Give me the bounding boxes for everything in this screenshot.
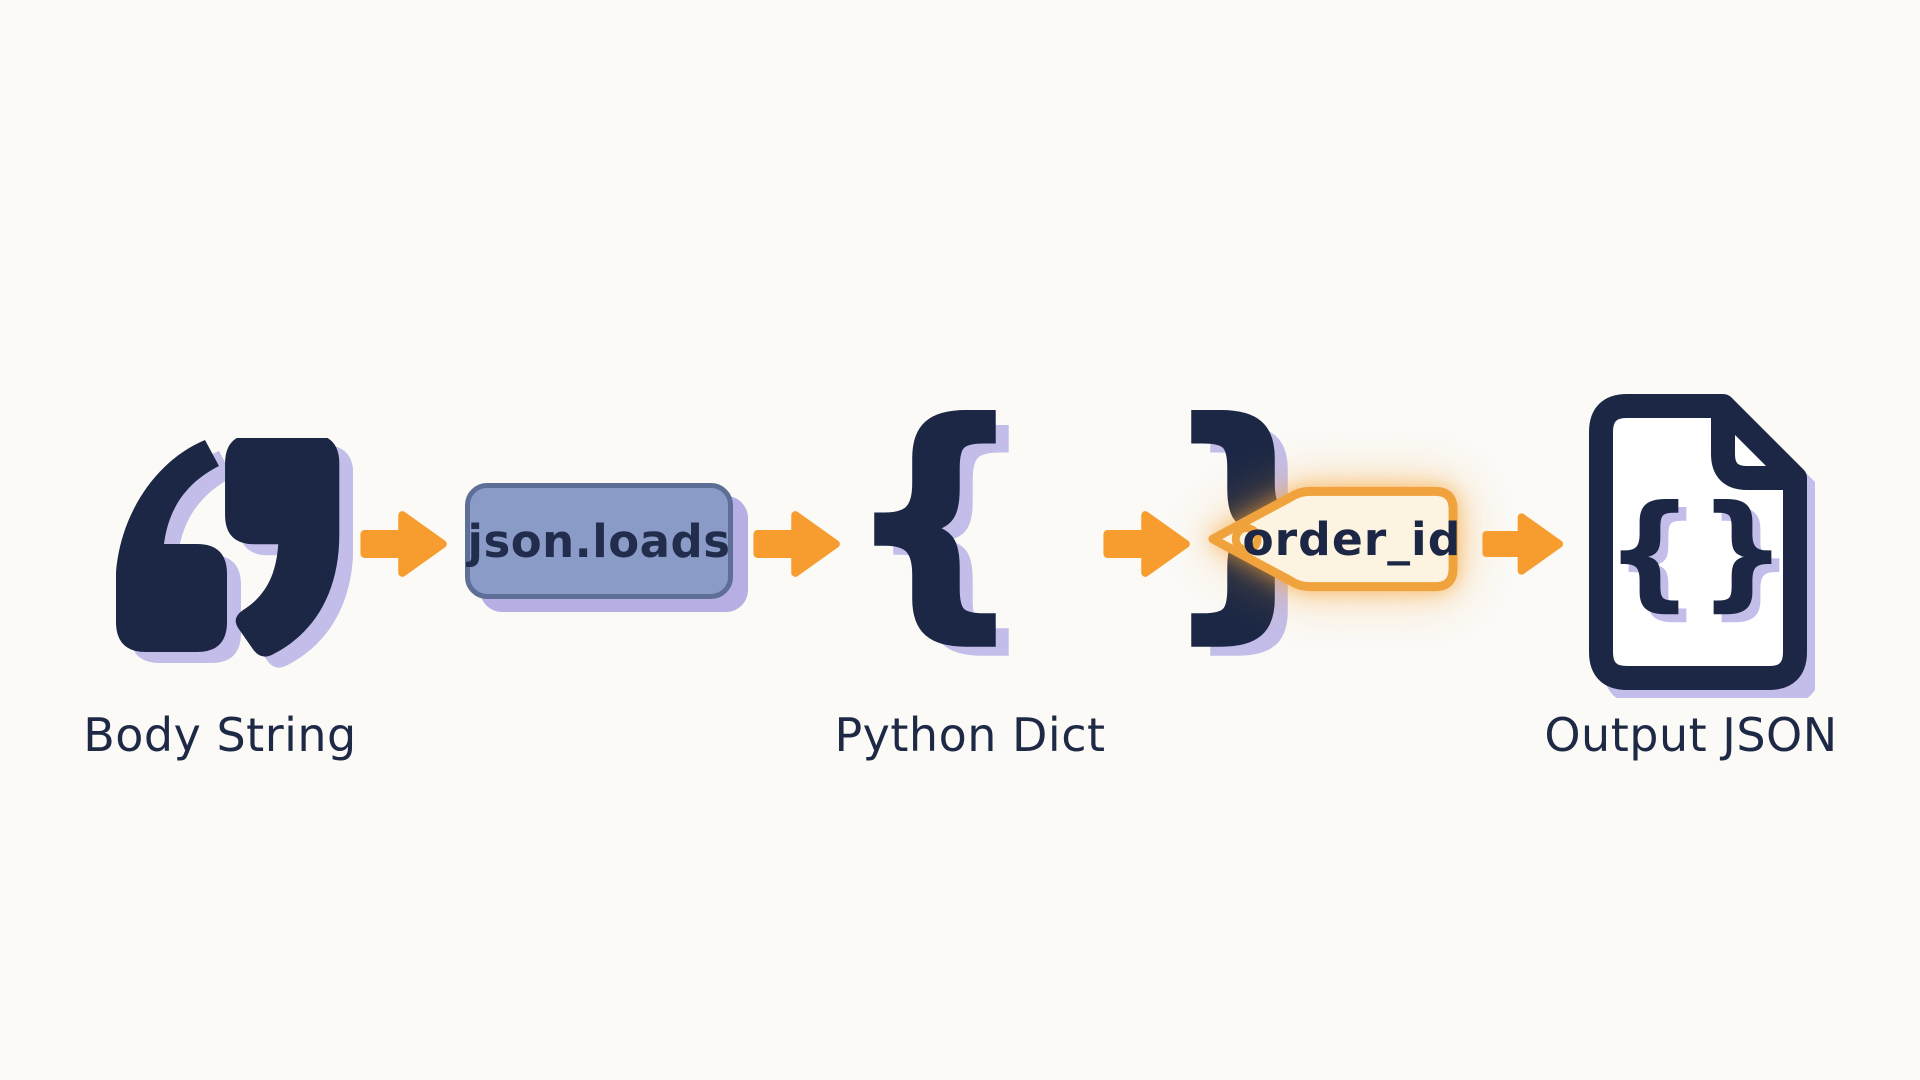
body-string-label: Body String [83,708,357,762]
flow-arrow-icon [1103,511,1190,577]
price-tag-icon: order_id [1208,486,1461,592]
flow-arrow-icon [360,511,447,577]
order-id-label: order_id [1242,513,1461,566]
file-braces-shadow: {} [1613,487,1799,632]
python-dict-label: Python Dict [834,708,1106,762]
flow-arrow-icon [753,511,840,577]
output-json-label: Output JSON [1544,708,1838,762]
json-loads-box: json.loads [465,483,733,599]
flow-arrow-icon [1482,513,1564,575]
curly-braces-icon: { } [843,371,1367,662]
quotation-marks-icon [116,438,353,668]
json-loads-label: json.loads [467,514,731,568]
json-file-icon: {} {} [1589,394,1815,698]
file-braces-glyph: {} [1605,479,1791,624]
